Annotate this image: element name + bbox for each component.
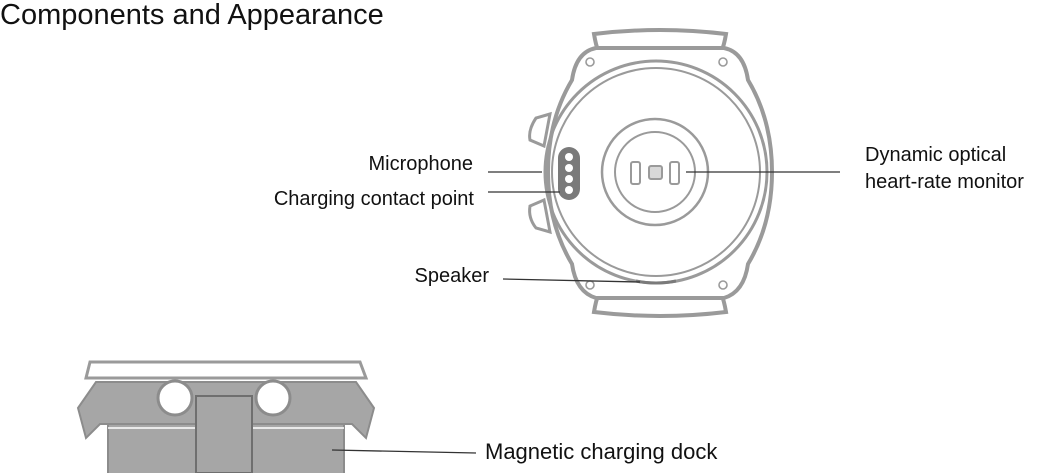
charging-dock-leader-line: [331, 449, 477, 454]
lower-side-button: [528, 197, 552, 235]
screw-top-right: [718, 57, 728, 67]
label-heart-rate-line1: Dynamic optical: [865, 144, 1007, 166]
sensor-center-photodiode: [648, 165, 663, 180]
speaker-leader-line: [502, 278, 641, 283]
contact-pin-4: [565, 186, 573, 194]
sensor-left-led: [630, 161, 641, 185]
label-charging-contact-point: Charging contact point: [273, 188, 474, 210]
screw-top-left: [585, 57, 595, 67]
screw-bottom-right: [718, 280, 728, 290]
dock-clip: [195, 395, 253, 473]
label-speaker: Speaker: [414, 265, 490, 287]
upper-side-button: [528, 111, 552, 149]
contact-pin-2: [565, 164, 573, 172]
charging-contact-strip: [558, 147, 580, 200]
page-title: Components and Appearance: [0, 0, 384, 31]
side-button-left: [156, 379, 194, 417]
label-microphone: Microphone: [368, 153, 473, 175]
watch-side-top: [84, 360, 369, 380]
contact-pin-3: [565, 175, 573, 183]
dock-side-illustration: [76, 360, 376, 473]
watch-back-illustration: [528, 28, 775, 318]
sensor-right-led: [669, 161, 680, 185]
label-heart-rate-line2: heart-rate monitor: [865, 171, 1024, 193]
contact-pin-1: [565, 153, 573, 161]
side-button-right: [254, 379, 292, 417]
label-charging-dock: Magnetic charging dock: [485, 439, 718, 464]
